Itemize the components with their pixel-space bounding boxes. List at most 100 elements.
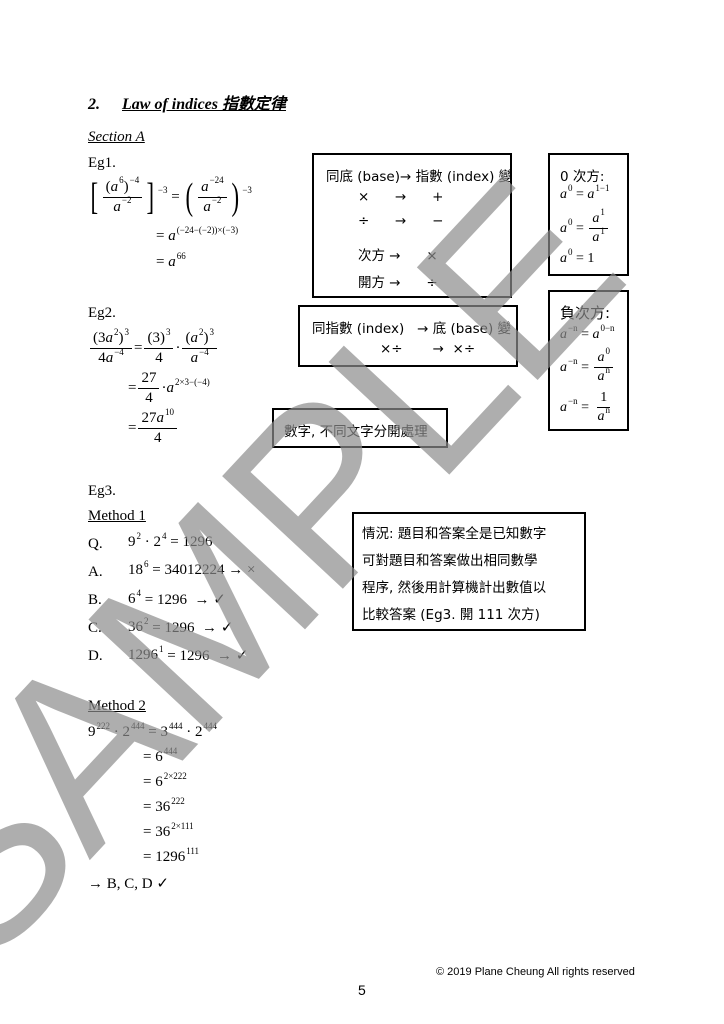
math-text: = 3 xyxy=(144,724,168,740)
math-text: 27 xyxy=(141,410,157,426)
math-exponent: 2×3−(−4) xyxy=(174,376,210,387)
fraction-numerator: 27 xyxy=(138,370,160,389)
math-exponent: −n xyxy=(568,323,578,333)
math-text: = 36 xyxy=(143,824,171,840)
math-exponent: 1 xyxy=(159,643,164,654)
math-text: · 2 xyxy=(110,724,130,740)
math-exponent: −3 xyxy=(242,185,252,195)
rule-line: ÷ → − xyxy=(358,213,444,229)
method1-title: Method 1 xyxy=(88,508,146,524)
math-bracket: [ xyxy=(90,176,99,218)
situation-note-box: 情況: 題目和答案全是已知數字 可對題目和答案做出相同數學 程序, 然後用計算機… xyxy=(352,512,586,631)
math-exponent: 4 xyxy=(136,587,142,598)
math-exponent: 1 xyxy=(600,226,605,236)
box-title: 0 次方: xyxy=(560,169,605,185)
math-exponent: 0 xyxy=(605,346,610,356)
math-text: ( xyxy=(105,178,111,195)
math-variable: a xyxy=(597,369,605,384)
math-exponent: 444 xyxy=(131,720,145,731)
math-exponent: −n xyxy=(568,395,578,406)
option-label: Q. xyxy=(88,536,103,552)
math-exponent: 1−1 xyxy=(595,183,610,193)
math-exponent: 2×111 xyxy=(171,820,194,831)
rule-line: 同指數 (index) → 底 (base) 變 xyxy=(312,321,512,337)
math-exponent: 1 xyxy=(600,207,605,217)
eg3-label: Eg3. xyxy=(88,483,116,499)
math-text: (3) xyxy=(147,330,165,346)
subsection-title: Section A xyxy=(88,129,145,145)
note-line: 程序, 然後用計算機計出數值以 xyxy=(362,580,547,596)
math-text: = xyxy=(156,228,169,244)
math-variable: a xyxy=(592,211,600,226)
math-text: 9 xyxy=(128,534,136,550)
math-text: · 2 xyxy=(141,534,161,550)
math-exponent: −2 xyxy=(121,195,132,205)
fraction-denominator: a−2 xyxy=(110,195,134,216)
math-exponent: 10 xyxy=(164,406,174,417)
math-variable: a xyxy=(113,198,121,215)
math-text: = 1 xyxy=(572,251,595,266)
math-variable: a xyxy=(105,350,114,366)
math-text: = 36 xyxy=(143,799,171,815)
math-text: = xyxy=(128,380,137,396)
math-exponent: 2 xyxy=(114,326,119,337)
math-text: = xyxy=(156,254,169,270)
math-variable: a xyxy=(587,187,595,202)
math-text: 6 xyxy=(128,591,136,607)
same-base-rule-box: 同底 (base)→ 指數 (index) 變 × → + ÷ → − 次方 →… xyxy=(312,153,512,298)
rule-line: ×÷ → ×÷ xyxy=(380,341,476,357)
math-text: = xyxy=(167,188,184,205)
math-variable: a xyxy=(190,350,199,366)
rule-line: 開方 → ÷ xyxy=(358,275,438,291)
box-title: 負次方: xyxy=(560,304,611,322)
math-variable: a xyxy=(560,359,567,375)
math-exponent: 3 xyxy=(124,326,130,337)
math-text: 4 xyxy=(145,390,153,406)
math-exponent: 2 xyxy=(136,530,142,541)
math-exponent: 0 xyxy=(568,216,573,227)
eg1-label: Eg1. xyxy=(88,155,116,171)
math-text: = 1296 → ✓ xyxy=(141,592,226,608)
fraction-numerator: (3)3 xyxy=(144,327,174,349)
math-exponent: (−24−(−2))×(−3) xyxy=(176,224,239,235)
math-variable: a xyxy=(156,410,164,426)
math-exponent: 0 xyxy=(568,183,573,193)
fraction-numerator: 1 xyxy=(597,390,611,408)
math-variable: a xyxy=(560,327,567,342)
math-text: (3 xyxy=(93,330,106,346)
math-bracket: ) xyxy=(231,176,239,218)
math-exponent: 3 xyxy=(209,326,214,337)
note-text: 數字, 不同文字分開處理 xyxy=(284,424,428,440)
math-variable: a xyxy=(560,187,567,202)
method2-conclusion: → B, C, D ✓ xyxy=(88,876,169,892)
fraction-denominator: 4 xyxy=(152,349,166,367)
math-text: · 2 xyxy=(182,724,203,740)
math-exponent: n xyxy=(605,405,610,415)
math-text: 1296 xyxy=(128,647,158,663)
